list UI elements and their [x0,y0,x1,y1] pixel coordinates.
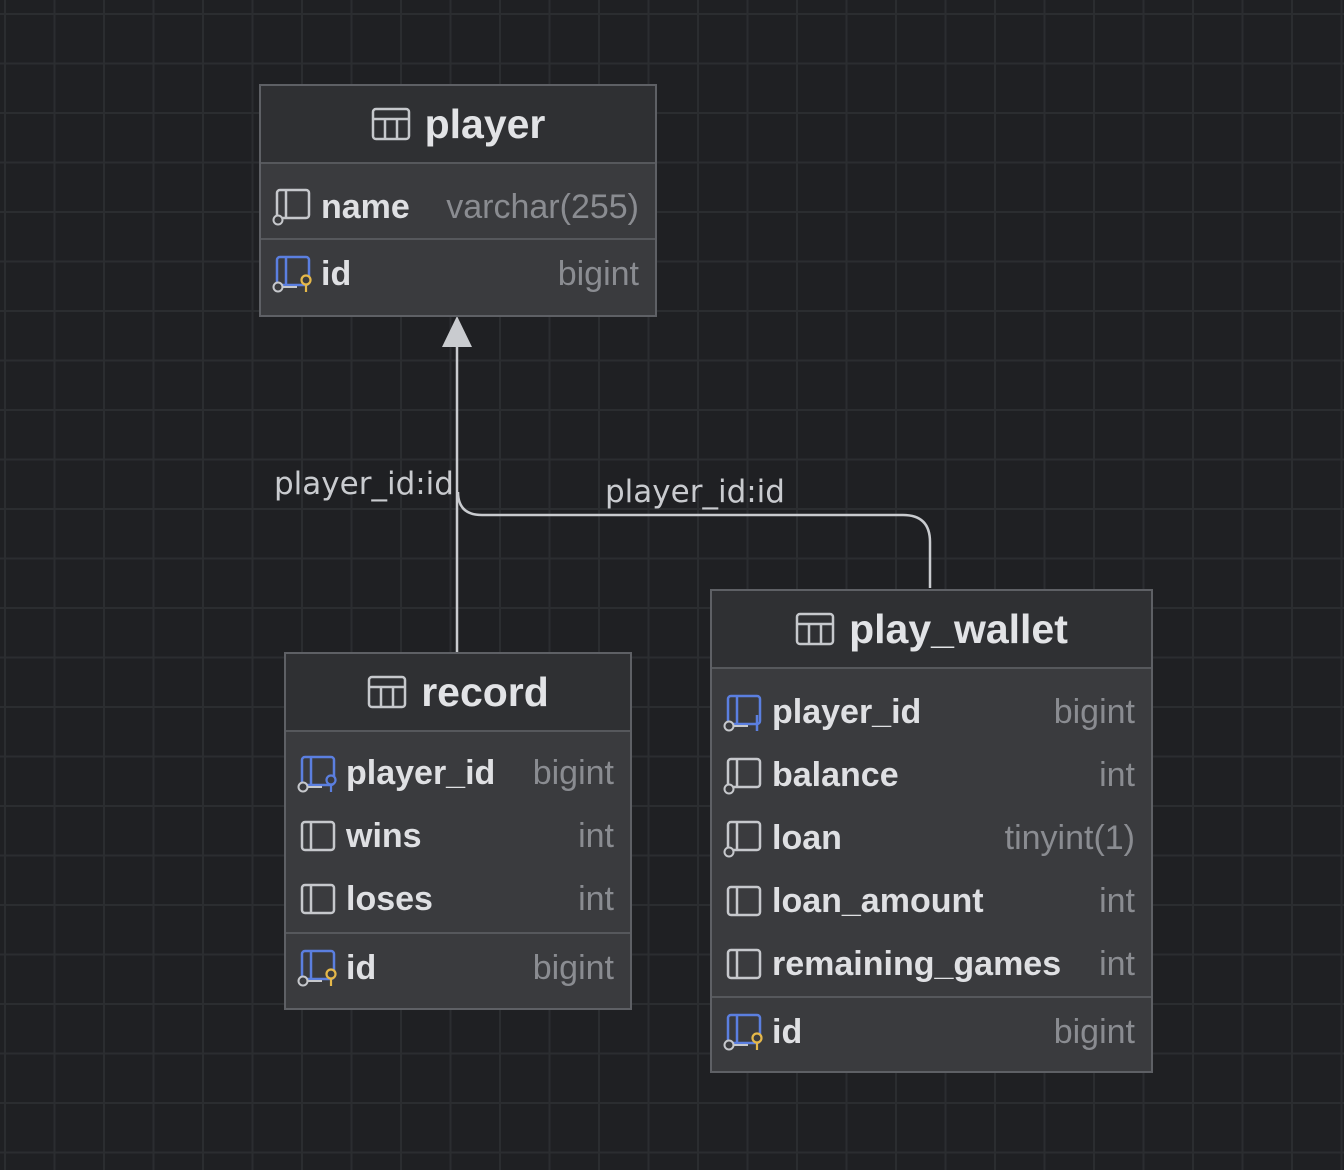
table-icon [367,675,407,709]
column-row[interactable]: player_id bigint [712,681,1151,744]
column-row[interactable]: id bigint [261,241,655,307]
column-name: player_id [346,754,496,792]
column-name: loan_amount [772,882,984,920]
column-type: int [1099,756,1135,794]
column-row[interactable]: id bigint [286,935,630,1001]
primary-key-icon [272,255,312,293]
column-row[interactable]: id bigint [712,999,1151,1065]
table-play-wallet[interactable]: play_wallet player_id bigint balance int… [710,589,1153,1073]
column-type: bigint [532,948,614,987]
table-title: player [424,100,546,147]
column-type: int [1099,945,1135,983]
column-name: loses [346,880,433,918]
column-row[interactable]: loses int [286,868,630,931]
column-type: bigint [532,754,614,792]
column-name: balance [772,756,899,794]
table-icon [795,612,835,646]
column-type: varchar(255) [446,187,639,226]
column-type: bigint [557,254,639,293]
column-row[interactable]: loan tinyint(1) [712,807,1151,870]
column-name: name [321,187,410,226]
column-row[interactable]: remaining_games int [712,933,1151,996]
column-name: wins [346,817,422,855]
table-title: play_wallet [849,605,1068,652]
divider [261,238,655,240]
edge-play-wallet-to-player[interactable] [456,491,932,588]
column-name: id [772,1012,803,1051]
column-type: bigint [1053,693,1135,731]
column-name: remaining_games [772,945,1062,983]
table-header: player [261,86,655,164]
column-type: bigint [1053,1012,1135,1051]
column-type: int [578,817,614,855]
column-icon [272,188,311,226]
column-row[interactable]: player_id bigint [286,742,630,805]
table-record[interactable]: record player_id bigint wins int loses i… [284,652,632,1010]
column-plain-icon [726,948,762,979]
primary-key-icon [723,1013,763,1051]
column-type: int [1099,882,1135,920]
column-name: player_id [772,693,922,731]
column-row[interactable]: loan_amount int [712,870,1151,933]
foreign-key-icon [723,694,762,731]
foreign-key-icon [297,755,337,792]
column-row[interactable]: wins int [286,805,630,868]
arrowhead-icon [442,316,472,347]
column-plain-icon [300,820,336,851]
column-name: id [321,254,352,293]
table-title: record [421,668,549,715]
primary-key-icon [297,949,337,987]
column-type: int [578,880,614,918]
divider [286,932,630,934]
column-icon [723,820,762,857]
column-icon [723,757,762,794]
table-header: play_wallet [712,591,1151,669]
column-name: id [346,948,377,987]
edge-label-play-wallet: player_id:id [605,474,785,510]
column-plain-icon [300,883,336,914]
edge-label-record: player_id:id [274,466,454,502]
column-plain-icon [726,885,762,916]
column-row[interactable]: name varchar(255) [261,174,655,240]
divider [712,996,1151,998]
table-header: record [286,654,630,732]
table-icon [371,107,410,141]
column-name: loan [772,819,842,857]
column-type: tinyint(1) [1004,819,1135,857]
column-row[interactable]: balance int [712,744,1151,807]
table-player[interactable]: player name varchar(255) id bigint [259,84,657,317]
